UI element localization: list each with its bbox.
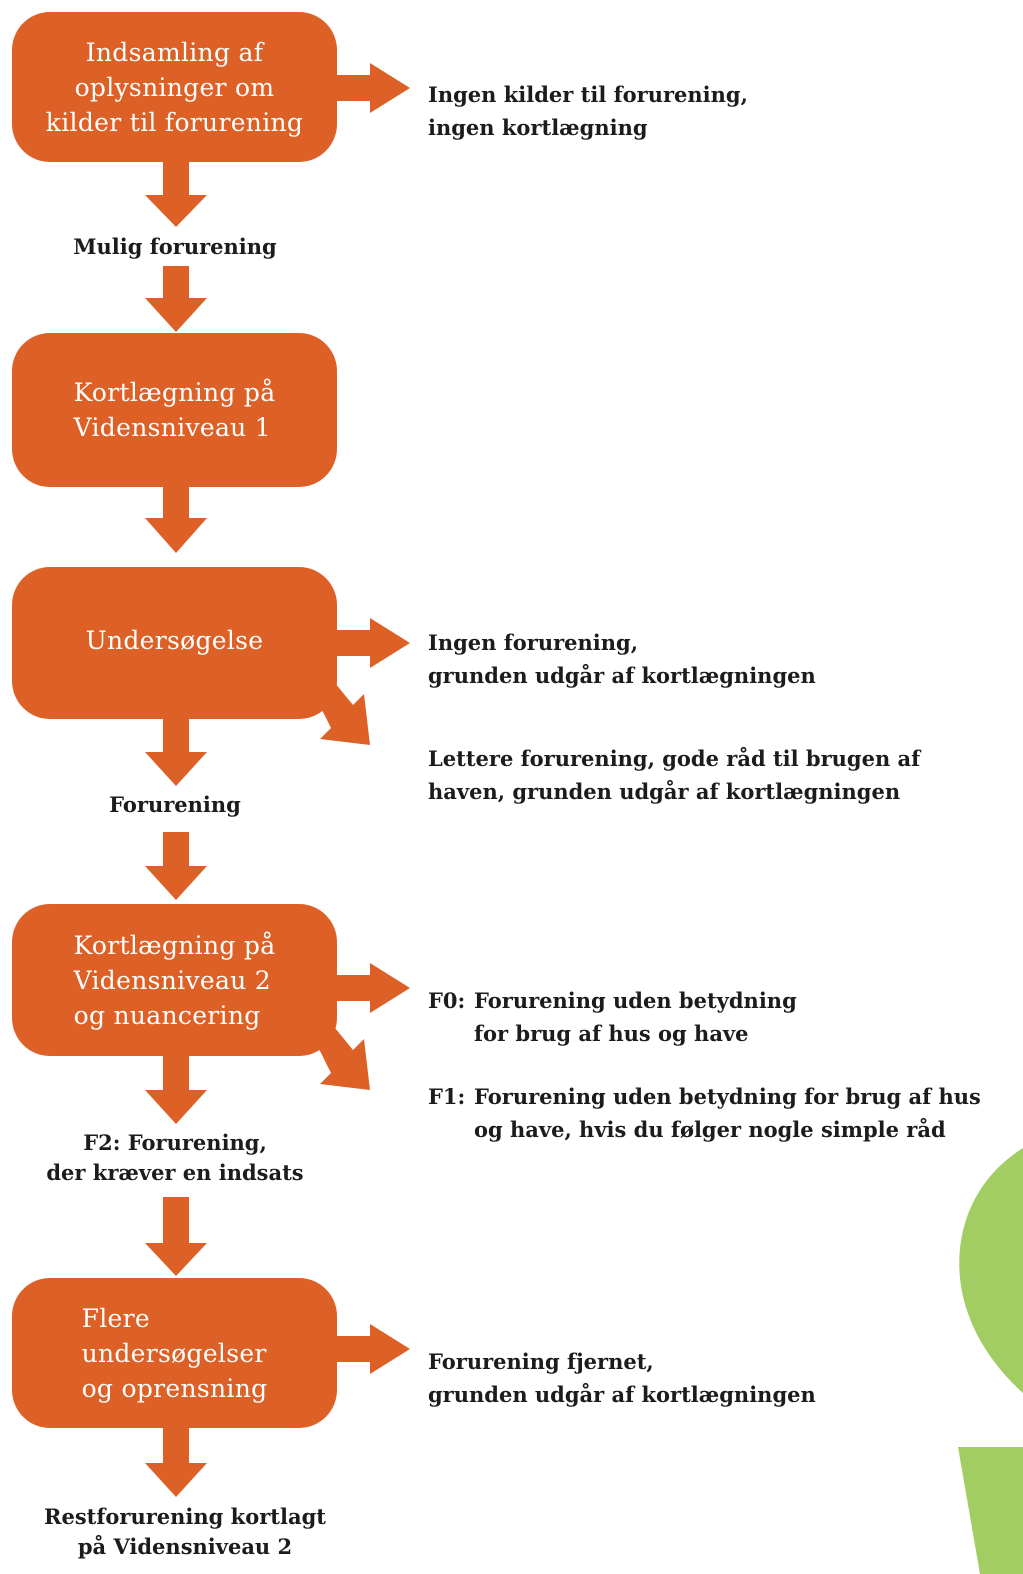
outcome-ingen-kilder: Ingen kilder til forurening, ingen kortl… bbox=[428, 82, 748, 140]
outcome-lettere-forurening: Lettere forurening, gode råd til brugen … bbox=[428, 746, 921, 804]
right-arrow bbox=[335, 618, 410, 668]
down-arrow bbox=[145, 718, 207, 786]
down-arrow bbox=[145, 1056, 207, 1124]
flow-label-forurening: Forurening bbox=[109, 792, 241, 817]
outcome-forurening-fjernet: Forurening fjernet, grunden udgår af kor… bbox=[428, 1349, 816, 1407]
flow-label-restforurening: Restforurening kortlagt på Vidensniveau … bbox=[44, 1504, 326, 1559]
step-label: Indsamling af oplysninger om kilder til … bbox=[45, 37, 304, 137]
down-arrow bbox=[145, 266, 207, 332]
down-arrow bbox=[145, 162, 207, 227]
right-arrow bbox=[335, 63, 410, 113]
right-arrow bbox=[335, 1324, 410, 1374]
outcome-text: Forurening uden betydning for brug af hu… bbox=[474, 1084, 981, 1142]
step-label: Undersøgelse bbox=[85, 625, 264, 655]
step-box-kortlaegning-1: Kortlægning på Vidensniveau 1 bbox=[12, 333, 337, 487]
down-arrow bbox=[145, 1197, 207, 1276]
right-arrow bbox=[335, 963, 410, 1013]
step-box-flere-undersoegelser: Flere undersøgelser og oprensning bbox=[12, 1278, 337, 1428]
down-arrow bbox=[145, 1428, 207, 1497]
step-box-indsamling: Indsamling af oplysninger om kilder til … bbox=[12, 12, 337, 162]
flow-label-mulig-forurening: Mulig forurening bbox=[73, 234, 277, 259]
down-arrow bbox=[145, 487, 207, 553]
green-leaf-shape bbox=[959, 1148, 1023, 1393]
outcome-code: F0: bbox=[428, 988, 466, 1013]
step-box-undersoegelse: Undersøgelse bbox=[12, 567, 337, 719]
step-label: Kortlægning på Vidensniveau 2 og nuancer… bbox=[73, 930, 276, 1030]
green-wedge-shape bbox=[958, 1447, 1023, 1574]
flow-label-f2: F2: Forurening, der kræver en indsats bbox=[46, 1130, 304, 1185]
outcome-f1: F1: Forurening uden betydning for brug a… bbox=[428, 1080, 981, 1146]
outcome-text: Forurening uden betydning for brug af hu… bbox=[474, 988, 797, 1046]
diagonal-arrow bbox=[317, 1028, 370, 1090]
outcome-f0: F0: Forurening uden betydning for brug a… bbox=[428, 984, 797, 1050]
step-box-kortlaegning-2: Kortlægning på Vidensniveau 2 og nuancer… bbox=[12, 904, 337, 1056]
step-label: Kortlægning på Vidensniveau 1 bbox=[73, 378, 276, 442]
outcome-ingen-forurening: Ingen forurening, grunden udgår af kortl… bbox=[428, 630, 816, 688]
down-arrow bbox=[145, 832, 207, 900]
outcome-code: F1: bbox=[428, 1084, 466, 1109]
step-label: Flere undersøgelser og oprensning bbox=[81, 1303, 268, 1403]
